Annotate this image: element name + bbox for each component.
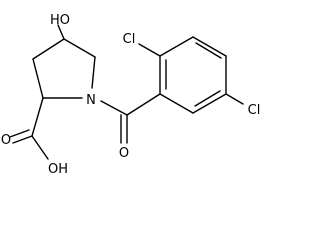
bond-n-carbonyl: [100, 100, 128, 116]
bond-carbonyl-ring: [126, 93, 161, 116]
bond-c-oh: [31, 135, 49, 160]
bond-c-o-double-b: [9, 129, 30, 138]
pyrrolidine-ring: [32, 38, 96, 99]
carboxylic-acid-group: [9, 97, 49, 160]
amide-carbonyl: [100, 93, 161, 144]
bond-c2-cooh: [31, 97, 44, 137]
acid-oxygen-label: O: [1, 133, 11, 148]
acid-oh-label: OH: [48, 162, 68, 177]
bond-ar-cl-ortho: [138, 43, 161, 57]
bond-c4-oh: [57, 24, 65, 40]
chlorine-ortho-label: Cl: [123, 32, 136, 47]
bond-c-o-double-a: [12, 135, 33, 144]
hydroxyl-oh-label: HO: [50, 13, 70, 28]
bond-ar-inner-3: [194, 90, 221, 107]
bond-ar-3: [192, 36, 227, 57]
carbonyl-oxygen-label: O: [119, 146, 129, 161]
benzene-ring: [159, 36, 227, 114]
bond-ar-5: [192, 93, 227, 114]
bond-c5-c4: [63, 38, 96, 58]
structure-diagram: HO N O OH O Cl Cl: [1, 13, 261, 177]
bond-n1-c5: [91, 56, 96, 89]
nitrogen-label: N: [86, 93, 96, 108]
chlorine-meta-label: Cl: [248, 103, 261, 118]
bond-ar-cl-meta: [225, 93, 244, 105]
bond-c3-c2: [32, 58, 44, 99]
bond-ar-2: [159, 36, 194, 57]
bond-ar-6: [159, 93, 194, 114]
bond-c4-c3: [32, 38, 65, 60]
bond-ar-inner-2: [195, 42, 222, 59]
